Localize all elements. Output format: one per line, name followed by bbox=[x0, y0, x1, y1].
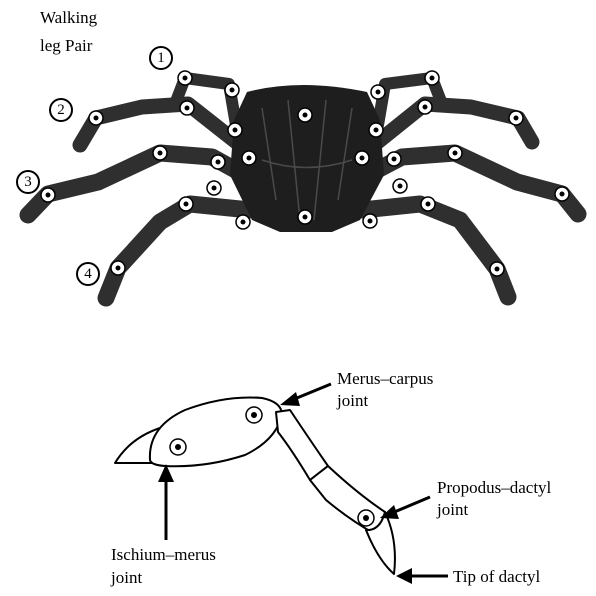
label-tip-of-dactyl: Tip of dactyl bbox=[453, 567, 540, 586]
joint-marker bbox=[111, 261, 125, 275]
label-ischium-merus-line-2: joint bbox=[110, 568, 142, 587]
joint-marker bbox=[170, 439, 186, 455]
joint-marker bbox=[225, 83, 239, 97]
joint-marker bbox=[425, 71, 439, 85]
joint-marker bbox=[89, 111, 103, 125]
arrow-propodus-dactyl bbox=[380, 497, 430, 519]
leg-pair-badge-2: 2 bbox=[50, 99, 72, 121]
joint-marker bbox=[246, 407, 262, 423]
joint-marker bbox=[393, 179, 407, 193]
joint-marker bbox=[448, 146, 462, 160]
joint-marker bbox=[242, 151, 256, 165]
joint-marker bbox=[228, 123, 242, 137]
joint-marker bbox=[387, 152, 401, 166]
joint-marker bbox=[421, 197, 435, 211]
joint-marker bbox=[180, 101, 194, 115]
joint-marker bbox=[418, 100, 432, 114]
label-propodus-dactyl-line-1: Propodus–dactyl bbox=[437, 478, 552, 497]
joint-marker bbox=[371, 85, 385, 99]
joint-marker bbox=[298, 108, 312, 122]
joint-marker bbox=[298, 210, 312, 224]
joint-marker bbox=[153, 146, 167, 160]
svg-text:2: 2 bbox=[57, 102, 65, 118]
svg-text:4: 4 bbox=[84, 266, 92, 282]
carpus-segment bbox=[276, 410, 328, 480]
label-merus-carpus-line-1: Merus–carpus bbox=[337, 369, 433, 388]
joint-marker bbox=[179, 197, 193, 211]
label-propodus-dactyl-line-2: joint bbox=[436, 500, 468, 519]
joint-marker bbox=[355, 151, 369, 165]
leg-pair-badge-4: 4 bbox=[77, 263, 99, 285]
title-line-1: Walking bbox=[40, 8, 98, 27]
arrow-merus-carpus bbox=[280, 384, 331, 406]
svg-text:1: 1 bbox=[157, 50, 165, 66]
joint-marker bbox=[509, 111, 523, 125]
joint-marker bbox=[358, 510, 374, 526]
label-merus-carpus-line-2: joint bbox=[336, 391, 368, 410]
joint-marker bbox=[236, 215, 250, 229]
joint-marker bbox=[211, 155, 225, 169]
title-line-2: leg Pair bbox=[40, 36, 93, 55]
arrow-tip-of-dactyl bbox=[396, 568, 448, 584]
joint-marker bbox=[369, 123, 383, 137]
joint-marker bbox=[178, 71, 192, 85]
propodus-segment bbox=[310, 466, 385, 534]
leg-pair-badge-1: 1 bbox=[150, 47, 172, 69]
leg-pair-badge-3: 3 bbox=[17, 171, 39, 193]
joint-marker bbox=[363, 214, 377, 228]
arrow-ischium-merus bbox=[158, 464, 174, 540]
label-ischium-merus-line-1: Ischium–merus bbox=[111, 545, 216, 564]
joint-marker bbox=[490, 262, 504, 276]
joint-marker bbox=[41, 188, 55, 202]
merus-segment bbox=[150, 398, 282, 467]
svg-text:3: 3 bbox=[24, 174, 32, 190]
joint-marker bbox=[207, 181, 221, 195]
joint-marker bbox=[555, 187, 569, 201]
